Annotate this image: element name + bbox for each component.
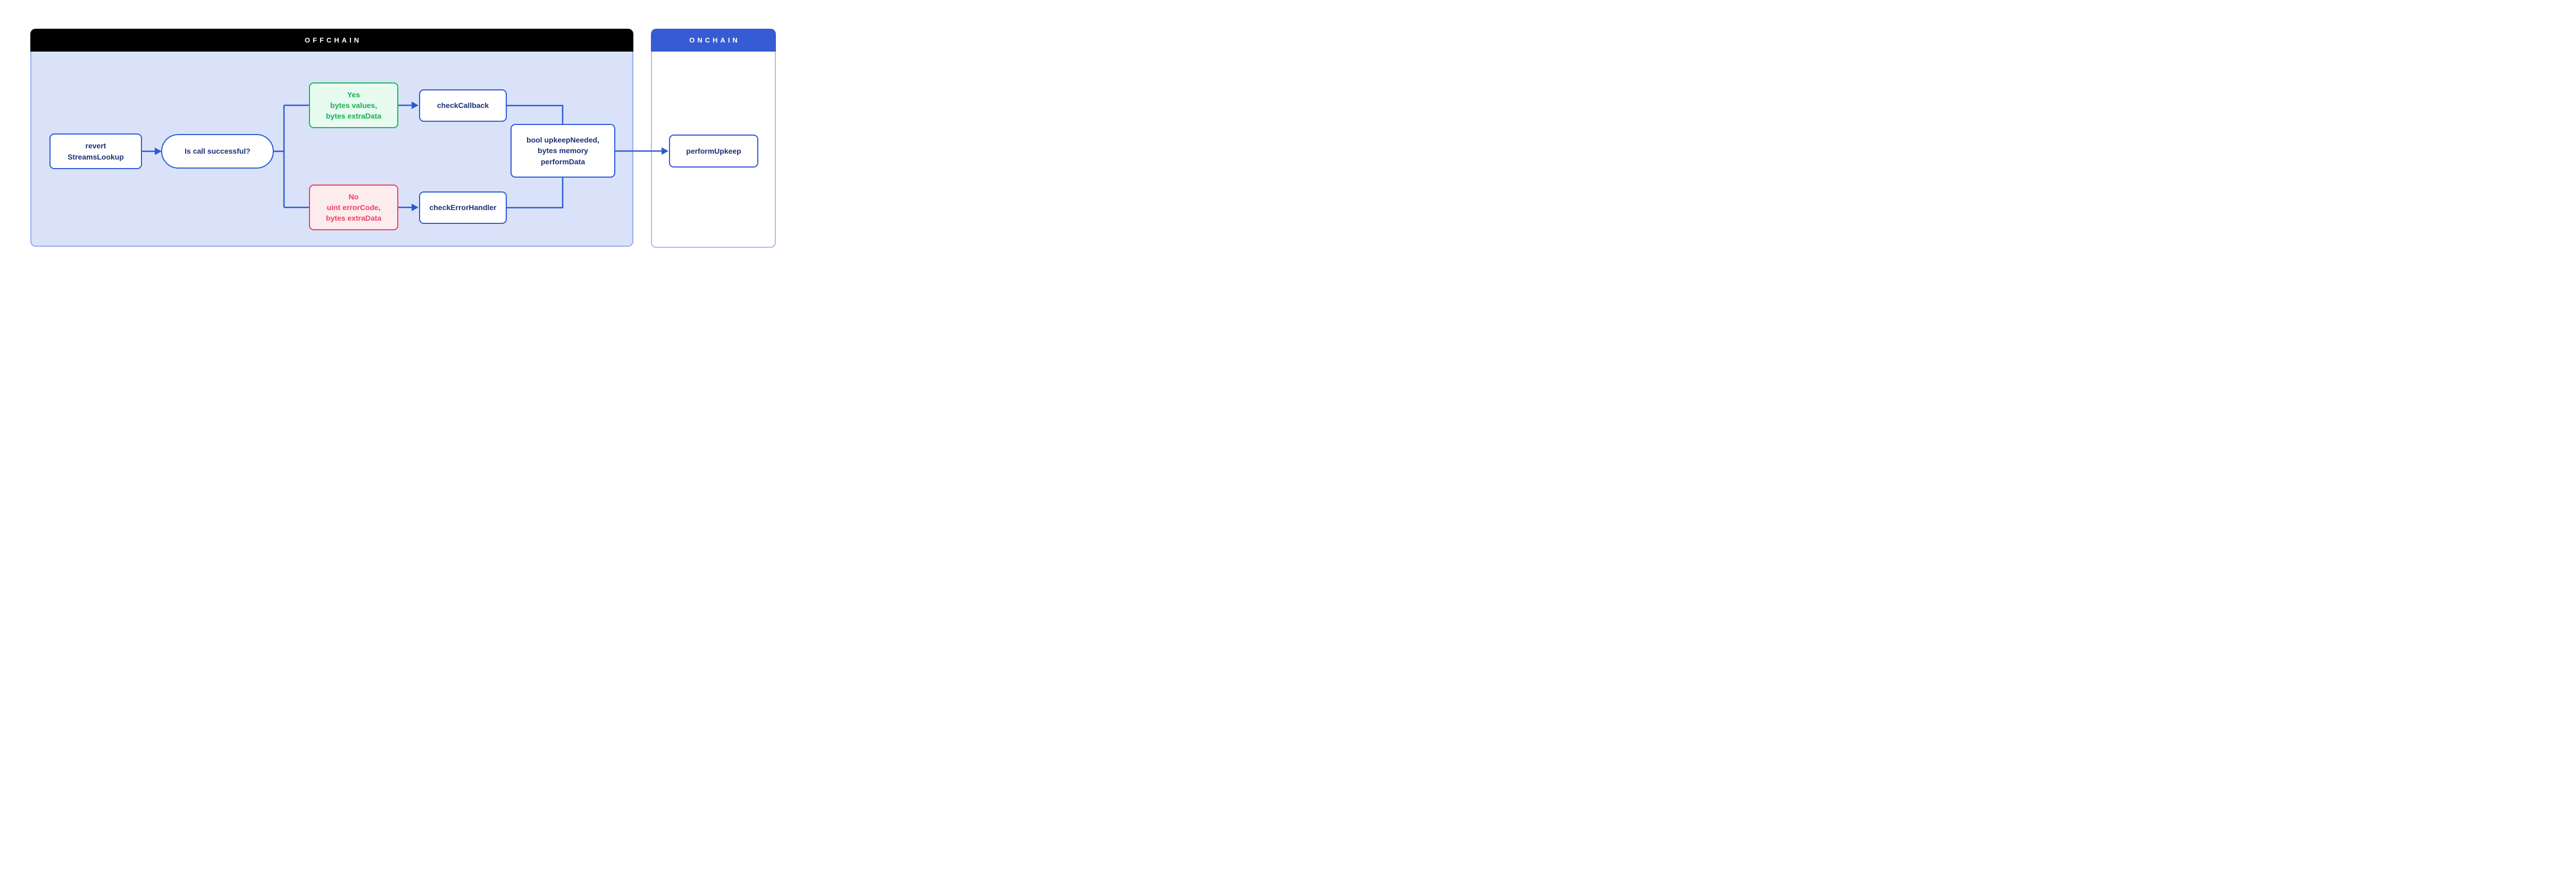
flowchart-canvas: OFFCHAIN ONCHAIN revert StreamsLookup Is… xyxy=(0,0,805,277)
node-label-line: uint errorCode, xyxy=(327,203,381,212)
node-revert-streamslookup: revert StreamsLookup xyxy=(49,133,142,169)
node-checkcallback: checkCallback xyxy=(419,89,507,122)
node-label: Is call successful? xyxy=(185,147,250,156)
connector-wires xyxy=(142,102,668,211)
node-performupkeep: performUpkeep xyxy=(669,135,758,168)
node-label: checkErrorHandler xyxy=(429,203,497,212)
node-yes-branch: Yes bytes values, bytes extraData xyxy=(309,82,398,128)
onchain-title: ONCHAIN xyxy=(689,36,740,44)
offchain-title: OFFCHAIN xyxy=(304,36,362,44)
node-label-line: bytes extraData xyxy=(325,112,382,121)
node-label-line: No xyxy=(348,192,359,201)
node-label-line: bytes values, xyxy=(330,101,377,110)
node-label-line: bytes memory xyxy=(538,146,588,155)
node-label-line: performData xyxy=(540,157,586,166)
onchain-header: ONCHAIN xyxy=(651,29,776,52)
offchain-header: OFFCHAIN xyxy=(30,29,633,52)
node-upkeep-result: bool upkeepNeeded, bytes memory performD… xyxy=(511,124,615,178)
node-is-call-successful: Is call successful? xyxy=(161,134,274,169)
node-label: checkCallback xyxy=(437,101,489,110)
wire-checkerrorhandler-to-result xyxy=(507,178,564,208)
arrowhead-into-checkerrorhandler xyxy=(412,204,419,211)
node-label-line: Yes xyxy=(347,90,361,99)
node-label-line: bytes extraData xyxy=(325,214,382,223)
node-label-line: revert xyxy=(85,141,106,151)
wire-checkcallback-to-result xyxy=(507,105,564,124)
node-no-branch: No uint errorCode, bytes extraData xyxy=(309,185,398,230)
node-label: performUpkeep xyxy=(686,146,741,155)
arrowhead-into-decision xyxy=(155,147,162,155)
arrowhead-into-checkcallback xyxy=(412,102,419,109)
node-label-line: bool upkeepNeeded, xyxy=(526,136,599,145)
arrowhead-into-performupkeep xyxy=(662,147,668,155)
node-checkerrorhandler: checkErrorHandler xyxy=(419,191,507,224)
node-label-line: StreamsLookup xyxy=(68,152,124,161)
